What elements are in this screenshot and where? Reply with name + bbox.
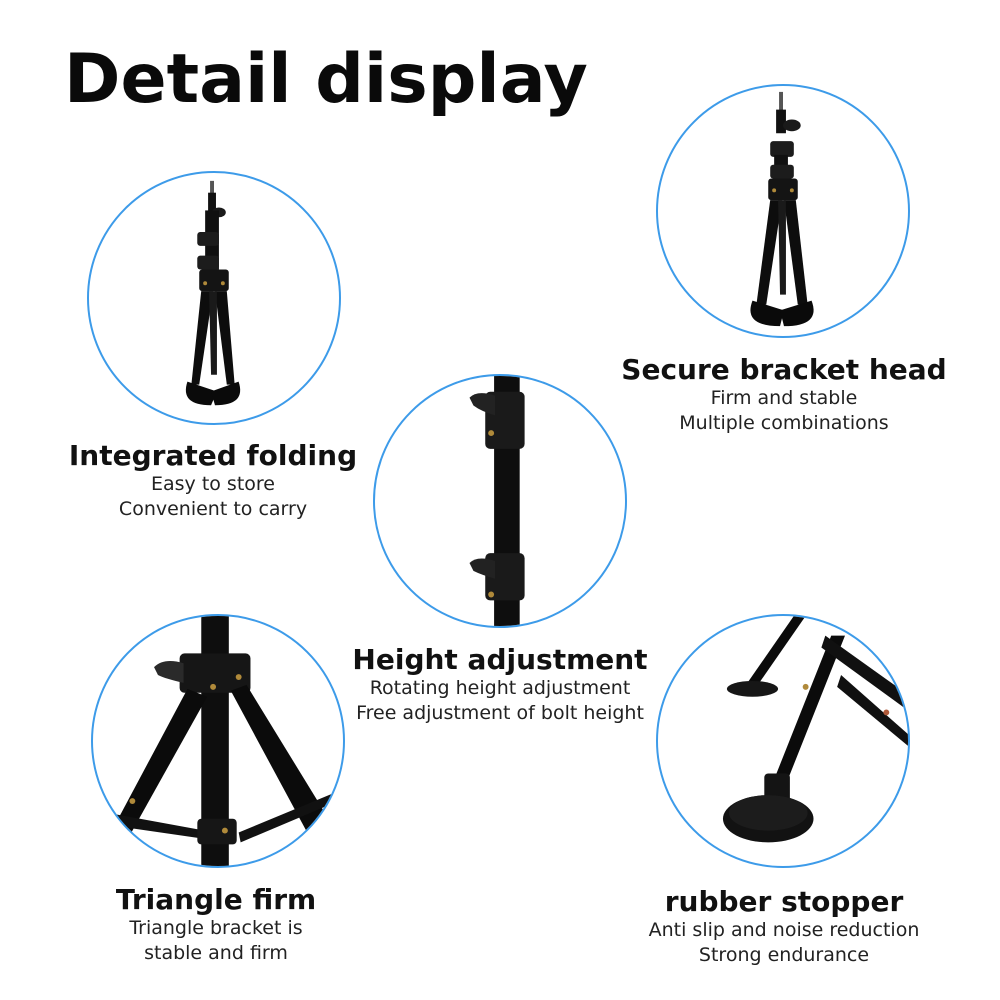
folded-tripod-illustration	[185, 180, 241, 406]
rubber-stopper-image	[656, 614, 910, 868]
rubber-stopper-illustration	[722, 616, 908, 843]
feature-line: stable and firm	[144, 941, 288, 964]
feature-line: Free adjustment of bolt height	[356, 701, 644, 724]
bracket-head-illustration	[750, 91, 814, 327]
feature-heading: Height adjustment	[352, 643, 648, 676]
feature-line: Easy to store	[150, 473, 275, 496]
feature-triangle-firm: Triangle firm Triangle bracket is stable…	[66, 883, 366, 966]
height-adjustment-illustration	[469, 376, 525, 626]
feature-line: Firm and stable	[710, 387, 858, 410]
triangle-frame-illustration	[93, 616, 343, 866]
feature-heading: Triangle firm	[115, 883, 317, 916]
feature-line: Triangle bracket is	[129, 917, 303, 940]
triangle-frame-image	[91, 614, 345, 868]
feature-integrated-folding: Integrated folding Easy to store Conveni…	[63, 439, 363, 522]
feature-heading: rubber stopper	[664, 885, 904, 918]
feature-heading: Secure bracket head	[621, 353, 947, 386]
feature-rubber-stopper: rubber stopper Anti slip and noise reduc…	[625, 885, 943, 968]
feature-heading: Integrated folding	[68, 439, 358, 472]
feature-height-adjustment: Height adjustment Rotating height adjust…	[345, 643, 655, 726]
feature-line: Anti slip and noise reduction	[648, 919, 920, 942]
feature-line: Rotating height adjustment	[369, 677, 631, 700]
bracket-head-image	[656, 84, 910, 338]
feature-line: Multiple combinations	[679, 411, 889, 434]
feature-line: Strong endurance	[698, 943, 870, 966]
folded-tripod-image	[87, 171, 341, 425]
height-adjustment-image	[373, 374, 627, 628]
page-title: Detail display	[64, 40, 588, 119]
feature-secure-bracket-head: Secure bracket head Firm and stable Mult…	[620, 353, 948, 436]
feature-line: Convenient to carry	[118, 497, 308, 520]
